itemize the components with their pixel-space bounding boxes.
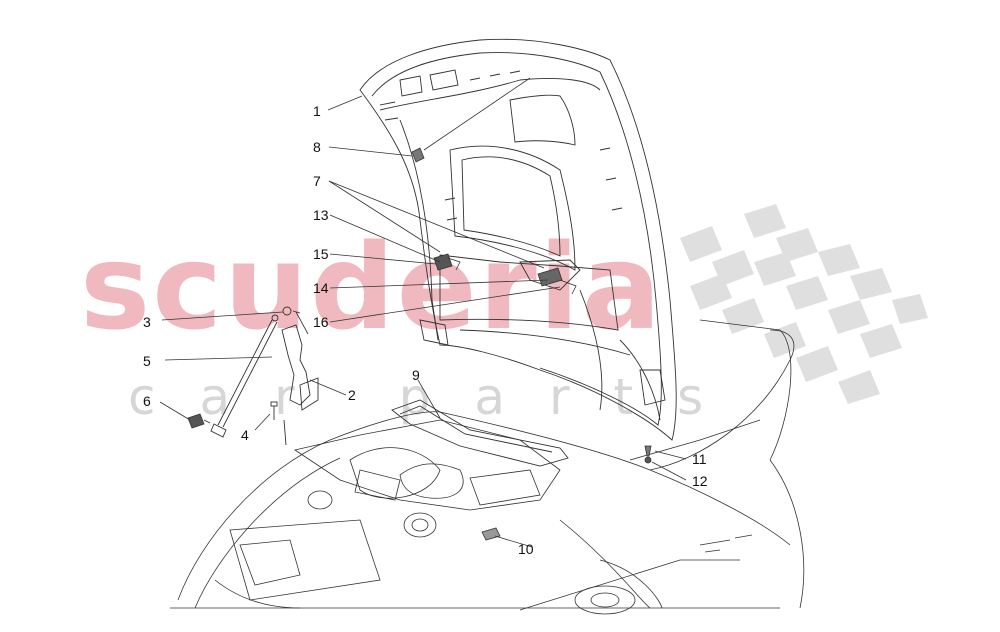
bumper-part-8 [411, 147, 425, 163]
clip-part-10 [481, 527, 501, 541]
callout-label-6: 6 [143, 393, 151, 409]
callout-label-4: 4 [241, 427, 249, 443]
callout-label-13: 13 [313, 207, 329, 223]
hood-panel [359, 38, 677, 441]
callout-label-1: 1 [313, 103, 321, 119]
callout-label-5: 5 [143, 353, 151, 369]
hood-hinge [270, 306, 319, 446]
callout-label-10: 10 [518, 541, 534, 557]
striker-part-14 [537, 267, 577, 295]
latch-part-15 [433, 253, 461, 271]
callout-label-7: 7 [313, 173, 321, 189]
screw-parts-11-12 [644, 445, 652, 464]
callout-label-15: 15 [313, 246, 329, 262]
callout-label-2: 2 [348, 387, 356, 403]
leader-lines [159, 77, 687, 548]
callout-label-14: 14 [313, 280, 329, 296]
callout-label-3: 3 [143, 314, 151, 330]
checkered-flag-watermark [680, 204, 928, 404]
watermark-logo-text: scuderia [80, 218, 663, 356]
callout-label-12: 12 [692, 473, 708, 489]
callout-label-8: 8 [313, 139, 321, 155]
seal-part-9 [391, 399, 569, 467]
callout-label-11: 11 [692, 451, 707, 467]
gas-strut [210, 314, 279, 438]
callout-label-16: 16 [313, 314, 329, 330]
bolt-part-6 [187, 413, 211, 429]
callout-label-9: 9 [412, 367, 420, 383]
car-body [170, 319, 805, 615]
